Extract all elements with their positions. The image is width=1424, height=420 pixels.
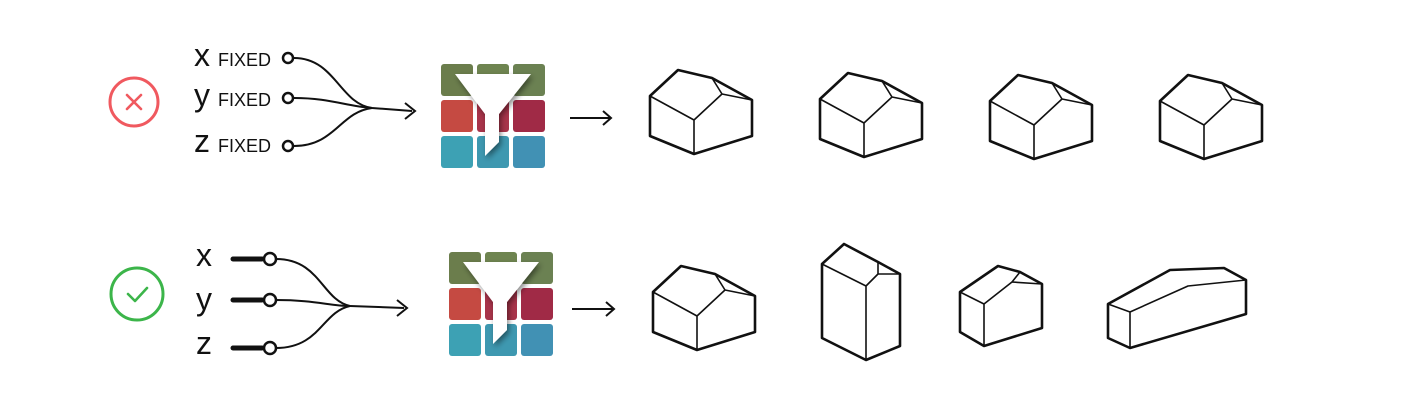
house-outline [1158, 73, 1264, 161]
grid-cell-middle-right [521, 288, 553, 320]
house-edges [819, 80, 923, 157]
merge-line [349, 305, 405, 309]
port-y [281, 91, 295, 105]
grid-cell-bottom-right [513, 136, 545, 168]
status-check-icon [109, 266, 165, 322]
merge-arrowhead [396, 299, 409, 317]
house-edges [1159, 82, 1263, 159]
variable-z-fixed-tag: FIXED [218, 136, 271, 156]
input-sliders [230, 251, 409, 356]
port-z [281, 139, 295, 153]
variable-x-label: x [194, 37, 210, 73]
variable-list: x FIXED y FIXED z FIXED [194, 37, 271, 159]
port-x [281, 51, 295, 65]
wire-y [293, 97, 373, 109]
status-cross-icon [108, 76, 160, 128]
grid-cell-middle-right [513, 100, 545, 132]
house-shape-1 [648, 68, 754, 156]
slider-y-handle [262, 292, 278, 308]
wide-slab-edges [1107, 279, 1247, 348]
house-outline [648, 68, 754, 156]
tall-block-shape [820, 242, 902, 362]
grid-cell-middle-left [441, 100, 473, 132]
small-block-edges [959, 271, 1043, 346]
small-block-outline [958, 264, 1044, 348]
cross-mark [125, 93, 143, 111]
wire-y [275, 299, 351, 307]
grid-cell-bottom-left [449, 324, 481, 356]
grid-cell-top-right [513, 64, 545, 96]
output-arrow [570, 110, 613, 126]
variable-z-label: z [196, 325, 212, 361]
house-shape-3 [988, 73, 1094, 161]
house-edges [652, 273, 756, 350]
filter-grid-icon [441, 64, 545, 168]
house-shape-4 [1158, 73, 1264, 161]
input-wires [281, 51, 417, 153]
funnel-icon [463, 262, 539, 344]
slider-x-handle [262, 251, 278, 267]
small-block-shape [958, 264, 1044, 348]
wire-x [293, 57, 373, 109]
wire-z [293, 107, 373, 147]
variable-y-label: y [196, 281, 212, 317]
house-shape-2 [818, 71, 924, 159]
grid-cell-middle-left [449, 288, 481, 320]
grid-cell-bottom-left [441, 136, 473, 168]
wire-x [275, 258, 351, 307]
variable-x-label: x [196, 237, 212, 273]
wide-slab-shape [1106, 266, 1248, 350]
house-outline [818, 71, 924, 159]
status-ring [108, 76, 160, 128]
output-arrow [572, 301, 616, 317]
filter-grid-icon [449, 252, 553, 356]
house-outline [988, 73, 1094, 161]
funnel-icon [455, 74, 531, 156]
output-arrowhead [602, 110, 613, 126]
grid-cell-top-right [521, 252, 553, 284]
status-ring [109, 266, 165, 322]
check-mark [126, 286, 149, 303]
variable-list: x y z [196, 237, 212, 361]
tall-block-outline [820, 242, 902, 362]
variable-y-fixed-tag: FIXED [218, 90, 271, 110]
house-shape-varied [651, 264, 757, 352]
grid-cell-bottom-right [521, 324, 553, 356]
row-rejected: x FIXED y FIXED z FIXED [108, 37, 1264, 168]
slider-z-handle [262, 340, 278, 356]
wire-z [275, 305, 351, 349]
wide-slab-outline [1106, 266, 1248, 350]
row-accepted: x y z [109, 237, 1248, 362]
grid-cell-top-left [449, 252, 481, 284]
grid-cell-top-left [441, 64, 473, 96]
house-edges [989, 82, 1093, 159]
output-arrowhead [605, 301, 616, 317]
house-edges [649, 77, 753, 154]
merge-arrowhead [404, 102, 417, 120]
merge-line [371, 107, 413, 112]
variable-x-fixed-tag: FIXED [218, 50, 271, 70]
tall-block-edges [821, 262, 900, 360]
variable-y-label: y [194, 77, 210, 113]
house-outline [651, 264, 757, 352]
variable-z-label: z [194, 123, 210, 159]
